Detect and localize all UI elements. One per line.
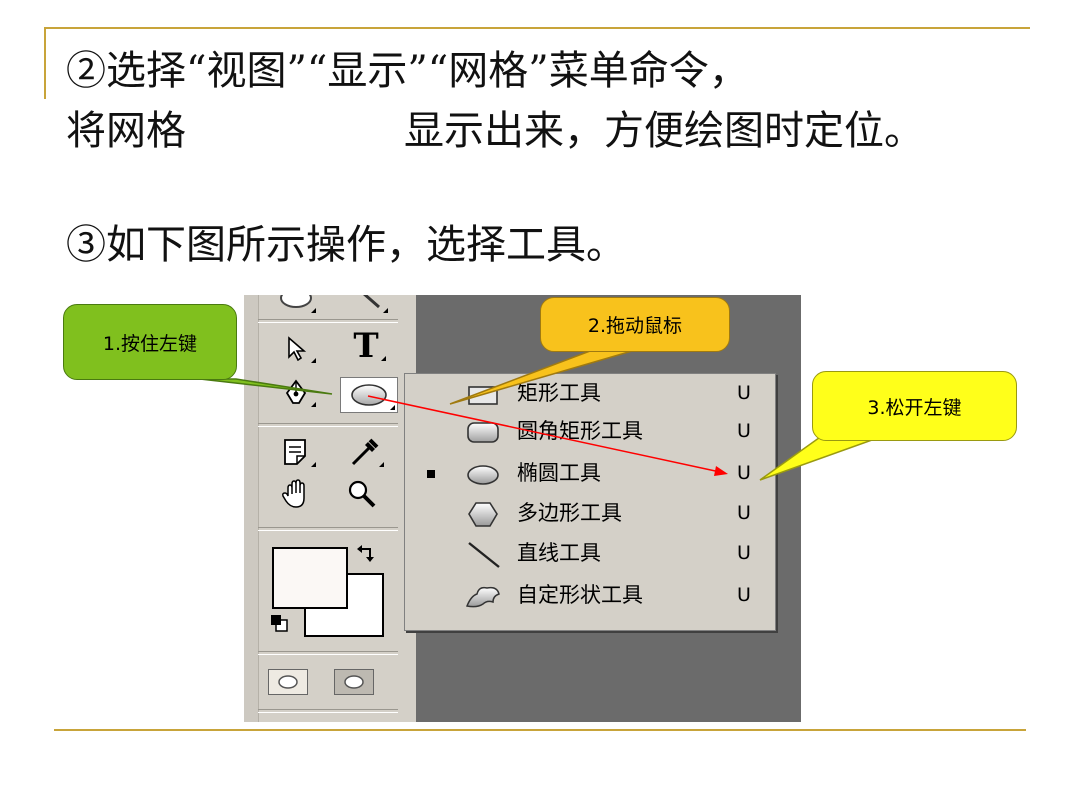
ellipse-icon — [467, 465, 499, 485]
menu-item-shortcut: U — [737, 502, 751, 524]
tool-flyout-indicator — [311, 358, 316, 363]
tool-flyout-indicator — [381, 356, 386, 361]
menu-item-line-tool[interactable]: 直线工具 U — [405, 536, 775, 572]
ellipse-marquee-tool[interactable] — [274, 295, 318, 315]
shape-tool-flyout-menu: 矩形工具 U 圆角矩形工具 U 椭圆工具 U 多边形工具 U 直线工具 U 自定… — [404, 373, 776, 631]
quickmask-mode-button[interactable] — [334, 669, 374, 695]
toolbox-edge — [244, 295, 259, 722]
menu-item-label: 直线工具 — [517, 541, 601, 565]
tool-flyout-indicator — [311, 308, 316, 313]
tool-flyout-indicator — [311, 402, 316, 407]
magnifier-icon — [348, 480, 376, 508]
menu-item-polygon-tool[interactable]: 多边形工具 U — [405, 496, 775, 532]
swap-colors-icon[interactable] — [356, 543, 378, 565]
standard-mode-button[interactable] — [268, 669, 308, 695]
toolbox-divider — [258, 527, 398, 531]
menu-item-shortcut: U — [737, 584, 751, 606]
zoom-tool[interactable] — [340, 477, 384, 511]
menu-item-shortcut: U — [737, 462, 751, 484]
ellipse-marquee-icon — [280, 295, 312, 308]
menu-item-ellipse-tool[interactable]: 椭圆工具 U — [405, 456, 775, 492]
left-accent-bar — [44, 27, 46, 99]
menu-item-label: 矩形工具 — [517, 381, 601, 405]
paragraph-step2-line1: ②选择“视图”“显示”“网格”菜单命令， — [66, 48, 749, 94]
toolbox-divider — [258, 319, 398, 323]
callout-step3: 3.松开左键 — [812, 371, 1017, 441]
quickmask-mode-icon — [344, 675, 364, 689]
menu-item-rectangle-tool[interactable]: 矩形工具 U — [405, 376, 775, 412]
drag-path-arrow — [367, 395, 721, 473]
arrow-select-icon — [288, 336, 307, 361]
tool-flyout-indicator — [390, 405, 395, 410]
menu-item-shortcut: U — [737, 382, 751, 404]
standard-mode-icon — [278, 675, 298, 689]
top-rule — [44, 27, 1030, 29]
tool-flyout-indicator — [379, 462, 384, 467]
menu-item-custom-shape-tool[interactable]: 自定形状工具 U — [405, 578, 775, 614]
menu-item-shortcut: U — [737, 542, 751, 564]
polygon-icon — [468, 502, 498, 527]
photoshop-screenshot: T — [244, 295, 801, 722]
custom-shape-icon — [465, 586, 500, 608]
menu-item-rounded-rectangle-tool[interactable]: 圆角矩形工具 U — [405, 414, 775, 450]
path-selection-tool[interactable] — [274, 331, 318, 365]
toolbox-panel: T — [244, 295, 416, 722]
zoom-icon — [363, 295, 380, 309]
menu-item-label: 圆角矩形工具 — [517, 419, 643, 443]
tool-flyout-indicator — [383, 308, 388, 313]
eyedropper-tool[interactable] — [342, 435, 386, 469]
callout1-pointer — [199, 378, 333, 395]
callout-step1: 1.按住左键 — [63, 304, 237, 380]
callout-step2: 2.拖动鼠标 — [540, 297, 730, 352]
eyedropper-icon — [351, 438, 379, 466]
paragraph-step2-line2a: 将网格 — [66, 108, 186, 154]
type-tool[interactable]: T — [344, 326, 388, 366]
notes-tool[interactable] — [274, 435, 318, 469]
paragraph-step3: ③如下图所示操作，选择工具。 — [66, 222, 626, 268]
menu-item-shortcut: U — [737, 420, 751, 442]
toolbox-divider — [258, 651, 398, 655]
drag-arrow-head — [714, 466, 728, 476]
type-icon: T — [353, 326, 379, 366]
callout2-pointer — [449, 350, 633, 405]
rounded-rectangle-icon — [467, 422, 499, 443]
default-colors-icon[interactable] — [270, 613, 290, 633]
notes-icon — [284, 439, 306, 465]
paragraph-step2-line2b: 显示出来，方便绘图时定位。 — [404, 108, 924, 154]
line-icon — [468, 542, 500, 568]
menu-item-label: 多边形工具 — [517, 501, 622, 525]
foreground-color-swatch[interactable] — [272, 547, 348, 609]
hand-icon — [282, 479, 305, 508]
tool-flyout-indicator — [311, 462, 316, 467]
toolbox-divider — [258, 709, 398, 713]
menu-item-label: 自定形状工具 — [517, 583, 643, 607]
bottom-rule — [54, 729, 1026, 731]
toolbox-divider — [258, 423, 398, 427]
hand-tool[interactable] — [274, 477, 318, 511]
zoom-tool-top[interactable] — [346, 295, 390, 315]
selected-bullet-icon — [427, 470, 435, 478]
menu-item-label: 椭圆工具 — [517, 461, 601, 485]
ellipse-shape-icon — [351, 384, 387, 406]
ellipse-shape-tool[interactable] — [340, 377, 398, 413]
